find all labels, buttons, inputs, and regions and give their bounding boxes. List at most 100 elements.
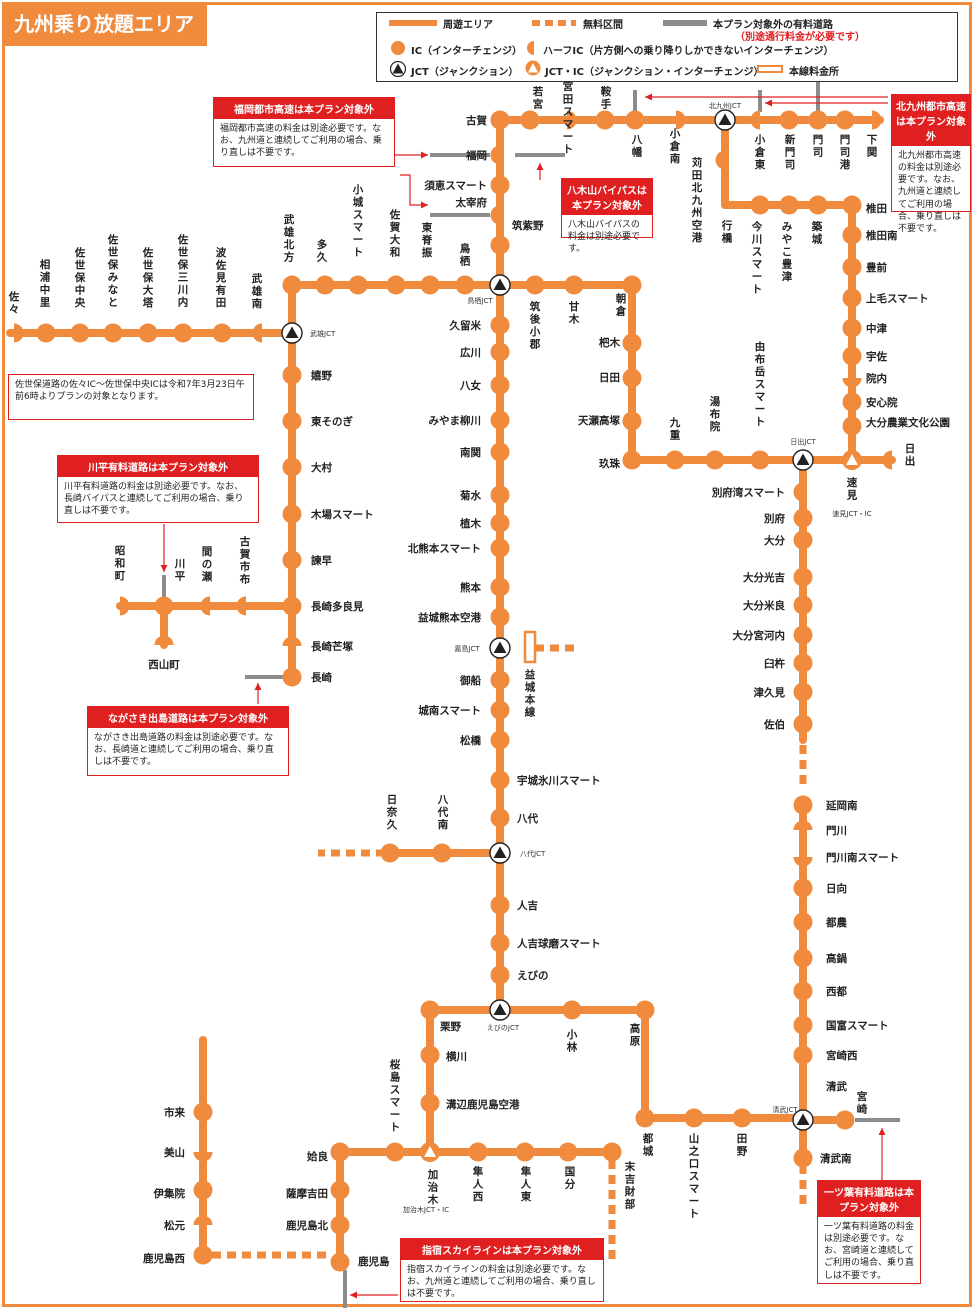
higashisonogi-ic [282,411,302,431]
legend: 周遊エリア 無料区間 本プラン対象外の有料道路 （別途通行料金が必要です） IC… [376,12,958,82]
manose-ic [200,596,210,616]
amagase-takatsuka-ic [622,411,642,431]
kiyotakeminami-label: 清武南 [820,1152,852,1165]
kokubu-ic [558,1142,578,1162]
takeo-jct-label: 武雄JCT [310,329,336,338]
kawahira-ic [154,596,174,616]
hs-0-ic [793,482,803,502]
shiida-label: 椎田 [865,202,887,215]
excluded-legend-sub: （別途通行料金が必要です） [735,32,865,43]
ajimu-ic [842,392,862,412]
hs-12-ic [793,878,813,898]
hs-14-ic [793,948,813,968]
note-hitotsuba-toll-road: 一ツ葉有料道路は本プラン対象外 一ツ葉有料道路の料金は別途必要です。なお、宮崎道… [817,1180,921,1284]
sasebo-minato-ic [103,323,123,343]
nagasaki-tarami-ic [282,596,302,616]
aira-ic [330,1142,350,1162]
miyata-smart-label: 宮田スマート [563,80,574,156]
hayami-label: 速見 [846,476,858,502]
kc-0-label: 久留米 [449,319,482,332]
koga-ic [490,110,510,130]
aira-label: 姶良 [307,1150,328,1163]
jct-ic-legend-label: JCT・IC（ジャンクション・インターチェンジ） [545,67,764,78]
buzen-label: 豊前 [866,261,887,274]
kc-16-ic [490,933,510,953]
kitakyushu-jct-label: 北九州JCT [709,101,742,110]
imagawa-smart-ic [750,195,770,215]
hayami-jct-ic-mark [846,454,858,465]
kc-5-ic [490,485,510,505]
takeo-minami-label: 武雄南 [251,272,263,310]
kiyotake-label: 清武 [826,1080,847,1093]
imagawa-smart-label: 今川スマート [751,220,763,296]
sasebo-chuo-ic [70,323,90,343]
kc-15-label: 人吉 [517,899,538,912]
kc-8-ic [490,577,510,597]
takaharu-ic [635,1000,655,1020]
oita-agri-park-ic [842,416,862,436]
sasebo-chuo-label: 佐世保中央 [74,246,86,309]
hs-2-label: 大分 [764,534,785,547]
hayato-nishi-ic [468,1142,488,1162]
koga-label: 古賀 [466,114,487,127]
kurino-ic [420,1000,440,1020]
yahata-label: 八幡 [631,134,643,159]
sasebo-mikawachi-ic [173,323,193,343]
hs-3-label: 大分光吉 [743,571,785,584]
callout-arrows [160,93,888,1299]
kokurahigashi-label: 小倉東 [754,133,766,171]
miyazaki-label: 宮崎 [857,1090,868,1116]
hs-17-label: 宮崎西 [826,1049,858,1062]
dazaifu-label: 太宰府 [455,196,488,209]
hs-4-ic [793,595,813,615]
hs-10-label: 門川 [826,825,847,837]
kc-12-ic [490,730,510,750]
mashiki-toll-gate-label: 益城本線 [525,668,536,719]
hiji-ic [882,450,892,470]
yokogawa-ic [420,1045,440,1065]
hs-2-ic [793,530,813,550]
satsuma-yoshida-ic [330,1180,350,1200]
kokonoe-ic [665,450,685,470]
hs-16-ic [793,1015,813,1035]
amagi-label: 甘木 [568,300,580,326]
koba-smart-ic [282,504,302,524]
matsumoto-label: 松元 [164,1219,185,1232]
haki-label: 杷木 [599,336,620,349]
usa-ic [842,346,862,366]
kc-9-ic [490,607,510,627]
kagoshima-nishi-ic [193,1245,213,1265]
toll-legend-label: 本線料金所 [789,67,839,78]
koba-smart-label: 木場スマート [310,508,374,521]
chikushino-label: 筑紫野 [511,219,544,232]
note-kitakyushu-title: 北九州都市高速は本プラン対象外 [892,95,970,146]
note-yagiyama-body: 八木山バイパスの料金は別途必要です。 [568,220,641,255]
miyama-label: 美山 [164,1146,185,1159]
kokonoe-label: 九重 [669,416,681,442]
kurate-label: 鞍手 [601,85,612,111]
hita-ic [622,368,642,388]
kc-13-ic [490,770,510,790]
tano-label: 田野 [737,1133,748,1158]
hs-0-label: 別府湾スマート [711,486,785,499]
kc-9-label: 益城熊本空港 [418,611,481,624]
miyakonojo-ic [635,1108,655,1128]
note-ibusuki-body: 指宿スカイラインの料金は別途必要です。なお、九州道と連続してご利用の場合、乗り直… [407,1265,596,1300]
kogaichinuno-label: 古賀市布 [239,535,251,586]
isahaya-ic [282,550,302,570]
kokurahigashi-ic [750,110,760,130]
kushikino-ic [193,1102,213,1122]
hasami-arita-ic [212,323,232,343]
higashisefuri-ic [420,275,440,295]
note-fukuoka-title: 福岡都市高速は本プラン対象外 [214,98,394,119]
kc-10-label: 御船 [459,674,481,687]
nagasaki-bouzuka-label: 長崎芒塚 [311,640,353,653]
kusu-ic [622,450,642,470]
half-ic-legend-label: ハーフIC（片方側への乗り降りしかできないインターチェンジ） [543,46,834,57]
hs-5-label: 大分宮河内 [733,629,786,642]
buzen-ic [842,257,862,277]
shimonoseki-ic [872,110,882,130]
arrow-hitotsuba-head [878,1128,886,1135]
kokubu-label: 国分 [565,1166,576,1191]
note-yagiyama-title: 八木山バイパスは本プラン対象外 [562,179,652,215]
